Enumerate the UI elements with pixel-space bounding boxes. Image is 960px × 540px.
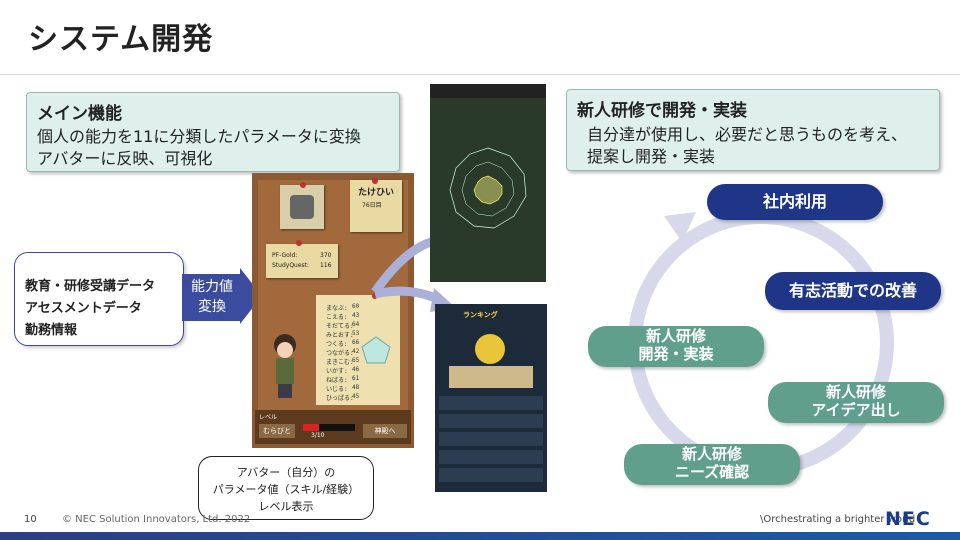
cycle-arrow-head-icon — [664, 212, 696, 242]
stat-label: いじる: — [326, 386, 348, 393]
pin-icon — [372, 293, 378, 299]
stat-label: そだてる: — [326, 323, 354, 330]
slide-title: システム開発 — [28, 22, 214, 57]
cycle-training-needs: 新人研修 ニーズ確認 — [624, 444, 800, 485]
avatar-body — [276, 358, 294, 384]
stat-value: 60 — [352, 303, 360, 310]
input-data-box: 教育・研修受講データ アセスメントデータ 勤務情報 — [14, 252, 184, 346]
cycle-training-needs-top: 新人研修 — [681, 445, 742, 463]
avatar-callout: アバター（自分）の パラメータ値（スキル/経験） レベル表示 — [198, 456, 374, 520]
conversion-arrow: 能力値 変換 — [182, 274, 242, 321]
radar-chart-screen — [430, 84, 546, 282]
trophy-icon — [475, 334, 505, 364]
cycle-training-idea-top: 新人研修 — [825, 383, 886, 401]
cycle-training-needs-bottom: ニーズ確認 — [674, 463, 750, 481]
main-function-box: メイン機能 個人の能力を11に分類したパラメータに変換 アバターに反映、可視化 — [26, 92, 400, 172]
level-progress-fill — [303, 424, 319, 431]
stat-value: 64 — [352, 321, 360, 328]
app-bottom-bar: レベル むらびと 3/10 神殿へ — [255, 410, 411, 444]
callout-line3: レベル表示 — [258, 500, 314, 513]
footer-bar — [0, 532, 960, 540]
avatar — [268, 334, 302, 400]
development-box: 新人研修で開発・実装 自分達が使用し、必要だと思うものを考え、 提案し開発・実装 — [566, 89, 940, 171]
stat-value: 42 — [352, 348, 360, 355]
main-function-heading: メイン機能 — [37, 104, 122, 124]
stat-value: 46 — [352, 366, 360, 373]
stat-label: いかす: — [326, 368, 348, 375]
avatar-face — [277, 342, 293, 358]
ranking-screen: ランキング — [435, 304, 547, 492]
input-item-training: 教育・研修受講データ — [25, 279, 156, 294]
stats-note: まなぶ: 60 こえる: 43 そだてる:64 みとおす:53 つくる: 66 つながる:42 ま… — [316, 295, 400, 405]
pin-icon — [372, 178, 378, 184]
pf-gold-value: 370 — [320, 252, 332, 259]
development-line1: 自分達が使用し、必要だと思うものを考え、 — [587, 125, 908, 144]
main-function-line2: アバターに反映、可視化 — [37, 149, 213, 168]
pin-icon — [300, 182, 306, 188]
day-count: 76日目 — [362, 202, 382, 209]
level-progress-track — [303, 424, 355, 431]
cycle-volunteer-improvement: 有志活動での改善 — [765, 272, 941, 310]
development-heading: 新人研修で開発・実装 — [577, 101, 747, 121]
stat-label: つながる: — [326, 350, 354, 357]
main-function-line1: 個人の能力を11に分類したパラメータに変換 — [37, 127, 361, 146]
stat-value: 43 — [352, 312, 360, 319]
screen-header — [430, 84, 546, 98]
stat-label: みとおす: — [326, 332, 354, 339]
studyquest-value: 116 — [320, 262, 332, 269]
stat-value: 48 — [352, 384, 360, 391]
brand-tagline: \Orchestrating a brighter world — [760, 514, 916, 525]
copyright: © NEC Solution Innovators, Ltd. 2022 — [62, 514, 251, 525]
cycle-training-dev: 新人研修 開発・実装 — [588, 326, 764, 367]
stat-value: 65 — [352, 357, 360, 364]
level-progress-text: 3/10 — [311, 432, 325, 439]
pin-icon — [296, 240, 302, 246]
input-item-work: 勤務情報 — [25, 323, 78, 338]
cycle-training-dev-bottom: 開発・実装 — [638, 345, 714, 363]
input-item-assessment: アセスメントデータ — [25, 301, 142, 316]
cycle-training-idea: 新人研修 アイデア出し — [768, 382, 944, 423]
page-number: 10 — [24, 514, 37, 525]
cycle-internal-use: 社内利用 — [707, 184, 883, 220]
nec-logo: NEC — [885, 508, 931, 530]
stat-value: 53 — [352, 330, 360, 337]
cycle-training-idea-bottom: アイデア出し — [811, 401, 901, 419]
studyquest-label: StudyQuest: — [272, 262, 310, 269]
stat-label: まなぶ: — [326, 305, 348, 312]
stat-label: つくる: — [326, 341, 348, 348]
callout-line2: パラメータ値（スキル/経験） — [212, 483, 360, 496]
pentagon-icon — [361, 336, 391, 364]
item-photo-note — [280, 185, 324, 229]
pf-gold-label: PF-Gold: — [272, 252, 298, 259]
currency-note: PF-Gold: 370 StudyQuest: 116 — [266, 244, 338, 278]
item-image — [290, 195, 314, 219]
ranking-list — [439, 396, 543, 486]
stat-value: 61 — [352, 375, 360, 382]
podium — [449, 366, 533, 388]
development-line2: 提案し開発・実装 — [587, 147, 716, 166]
level-label: レベル — [259, 414, 278, 421]
stat-label: まきこむ: — [326, 359, 354, 366]
name-note: たけひい 76日目 — [350, 180, 402, 232]
stat-value: 66 — [352, 339, 360, 346]
radar-chart-icon — [449, 147, 527, 229]
title-divider — [0, 74, 960, 75]
conversion-label-1: 能力値 — [191, 279, 233, 295]
stat-label: こえる: — [326, 314, 348, 321]
ranking-title: ランキング — [463, 311, 498, 319]
avatar-legs — [278, 384, 292, 398]
conversion-label-2: 変換 — [198, 299, 226, 315]
stat-label: ねばる: — [326, 377, 348, 384]
temple-button[interactable]: 神殿へ — [363, 424, 407, 438]
stat-label: ひっぱる: — [326, 395, 354, 402]
callout-line1: アバター（自分）の — [236, 466, 336, 479]
cycle-training-dev-top: 新人研修 — [645, 327, 706, 345]
stat-value: 45 — [352, 393, 360, 400]
villager-button[interactable]: むらびと — [259, 424, 295, 438]
player-name: たけひい — [358, 188, 395, 198]
